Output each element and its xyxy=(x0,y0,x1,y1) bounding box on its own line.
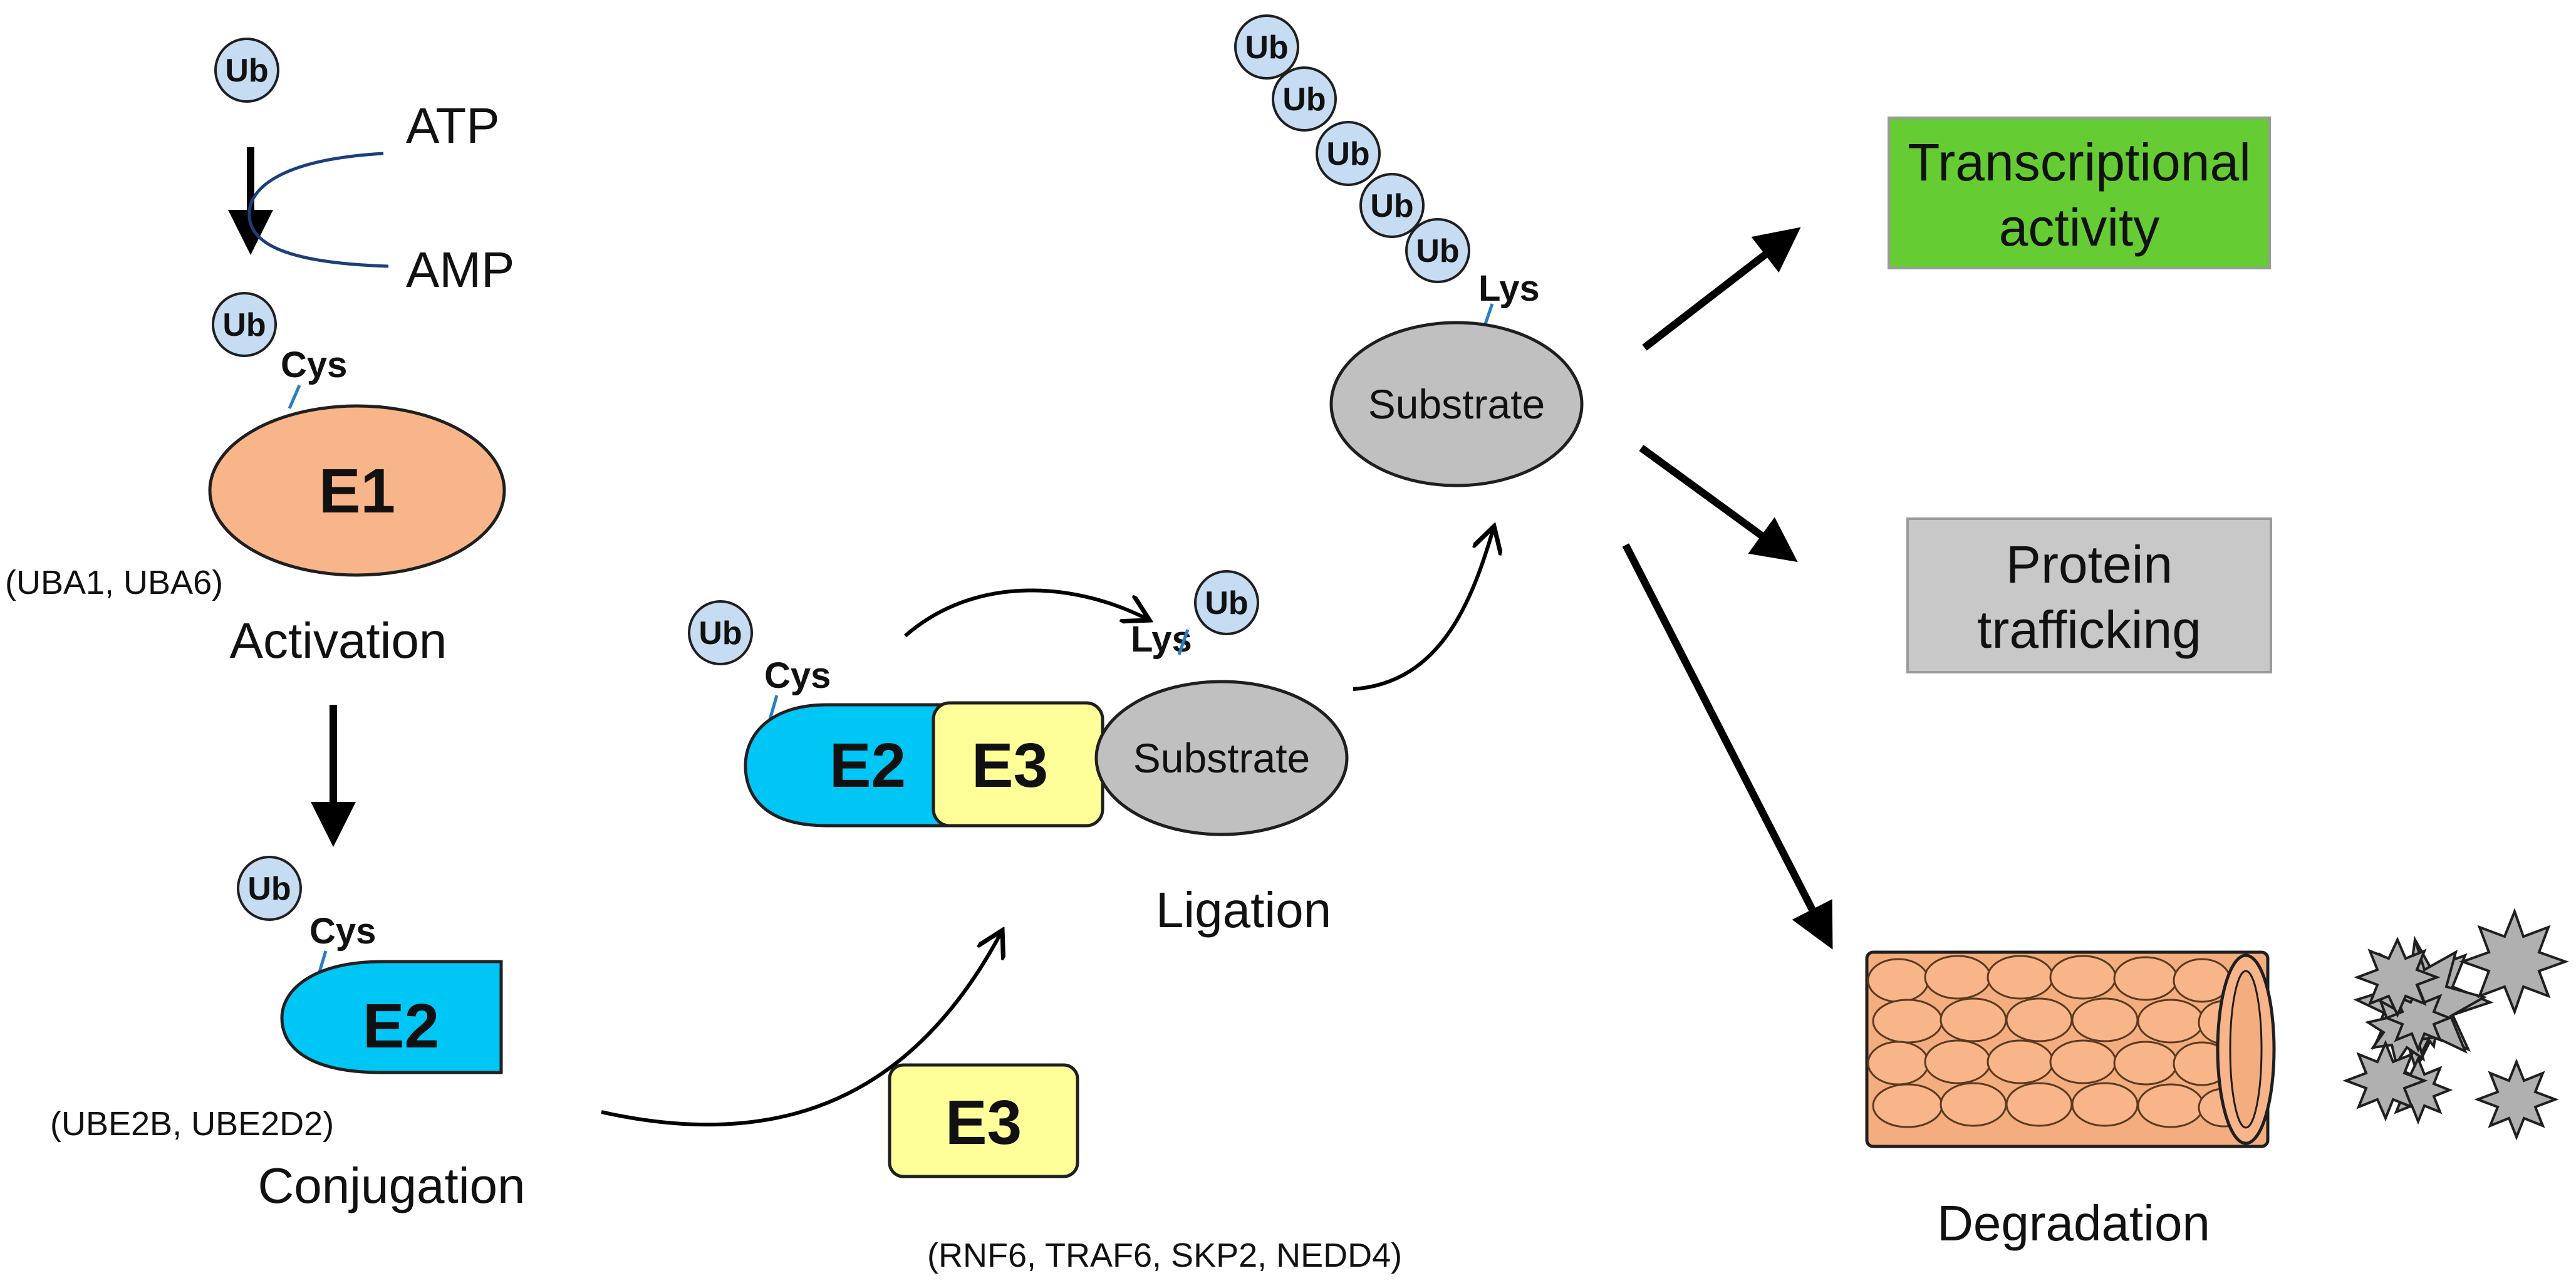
svg-text:Ub: Ub xyxy=(1416,233,1459,269)
e2-genes: (UBE2B, UBE2D2) xyxy=(50,1105,334,1143)
conjugation-to-ligation-arrow xyxy=(601,930,1002,1127)
e3-genes: (RNF6, TRAF6, SKP2, NEDD4) xyxy=(927,1237,1402,1274)
proteasome xyxy=(1865,950,2276,1148)
svg-text:Ub: Ub xyxy=(699,615,742,652)
ligation-e2-ubiquitin: Ub xyxy=(688,600,753,665)
free-ubiquitin: Ub xyxy=(214,38,279,103)
ligation-substrate xyxy=(1094,680,1349,836)
svg-text:Ub: Ub xyxy=(222,307,266,343)
e1-ubiquitin: Ub xyxy=(212,292,277,357)
e2-enzyme xyxy=(280,960,503,1074)
trafficking-line2: trafficking xyxy=(1977,600,2201,659)
e3-free-box xyxy=(888,1063,1079,1178)
arrow-to-transcriptional xyxy=(1642,227,1801,351)
ligation-lys-bond xyxy=(1177,629,1190,655)
ligation-lys-label: Lys xyxy=(1131,619,1192,660)
substrate xyxy=(1329,321,1584,487)
ub-transfer-arrow xyxy=(904,588,1150,638)
transcriptional-line2: activity xyxy=(1999,198,2160,257)
e2-ubiquitin: Ub xyxy=(237,856,302,921)
e3-free-label: E3 xyxy=(945,1088,1022,1158)
substrate-label: Substrate xyxy=(1368,381,1545,427)
svg-text:Ub: Ub xyxy=(1245,29,1288,66)
ligation-cys-label: Cys xyxy=(764,655,831,696)
svg-text:Ub: Ub xyxy=(1282,81,1326,118)
e2-label: E2 xyxy=(363,991,439,1061)
e1-cys-label: Cys xyxy=(281,345,347,385)
substrate-lys-label: Lys xyxy=(1478,268,1540,309)
atp-amp-curve xyxy=(247,152,389,268)
arrow-to-degradation xyxy=(1622,543,1833,950)
conjugation-label: Conjugation xyxy=(258,1158,526,1213)
protein-trafficking-box xyxy=(1906,517,2272,673)
e1-cys-bond xyxy=(288,385,301,409)
amp-label: AMP xyxy=(406,242,514,298)
svg-text:Ub: Ub xyxy=(1326,136,1369,172)
peptide-fragments xyxy=(2342,908,2569,1141)
trafficking-line1: Protein xyxy=(2006,535,2173,594)
ligation-e2-enzyme xyxy=(744,703,954,828)
ligation-to-substrate-arrow xyxy=(1353,526,1494,691)
atp-label: ATP xyxy=(406,98,500,153)
svg-text:Ub: Ub xyxy=(247,871,291,907)
degradation-label: Degradation xyxy=(1937,1195,2210,1251)
transcriptional-line1: Transcriptional xyxy=(1908,133,2251,192)
substrate-lys-bond xyxy=(1483,303,1494,326)
activation-label: Activation xyxy=(230,613,447,668)
svg-text:Ub: Ub xyxy=(1370,188,1413,224)
ligation-e2-label: E2 xyxy=(829,730,906,801)
e2-cys-label: Cys xyxy=(309,911,376,952)
arrow-to-trafficking xyxy=(1639,445,1798,563)
svg-text:Ub: Ub xyxy=(1205,585,1248,621)
transcriptional-activity-box xyxy=(1888,117,2271,269)
ligation-e3-label: E3 xyxy=(972,730,1048,801)
ligation-substrate-label: Substrate xyxy=(1133,735,1311,781)
e1-enzyme xyxy=(208,404,506,577)
ub-label: Ub xyxy=(225,53,268,89)
e1-genes: (UBA1, UBA6) xyxy=(5,564,223,601)
ligation-label: Ligation xyxy=(1156,882,1331,938)
polyubiquitin-chain: Ub Ub Ub Ub Ub xyxy=(1234,14,1470,283)
ligation-transferred-ubiquitin: Ub xyxy=(1194,570,1259,635)
e1-label: E1 xyxy=(319,456,395,526)
